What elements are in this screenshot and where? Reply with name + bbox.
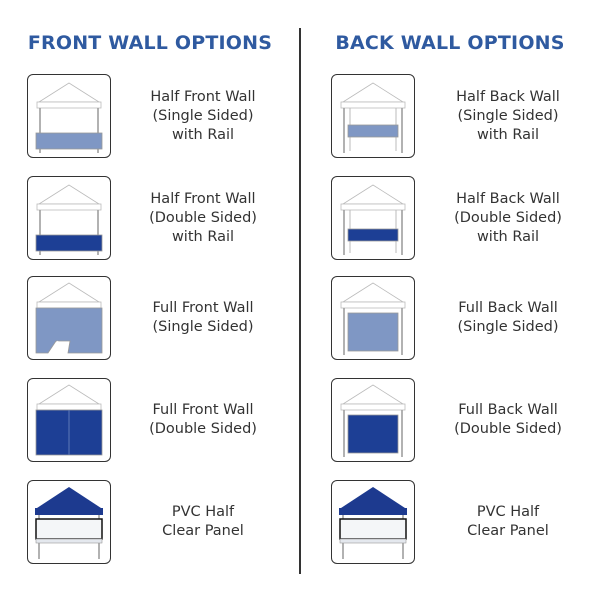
- front-option-label: Full Front Wall (Double Sided): [149, 402, 257, 437]
- front-option-row: Half Front Wall (Single Sided) with Rail: [0, 74, 300, 158]
- front-option-row: Full Front Wall (Single Sided): [0, 276, 300, 360]
- back-option-label: Half Back Wall (Single Sided) with Rail: [456, 88, 560, 143]
- tent-half-wall-single-icon: [27, 74, 111, 158]
- front-option-row: Half Front Wall (Double Sided) with Rail: [0, 176, 300, 260]
- front-option-label: PVC Half Clear Panel: [162, 504, 244, 539]
- tent-full-back-wall-double-icon: [331, 378, 415, 462]
- back-option-row: Half Back Wall (Double Sided) with Rail: [300, 176, 600, 260]
- back-wall-heading: BACK WALL OPTIONS: [335, 32, 565, 54]
- tent-full-back-wall-single-icon: [331, 276, 415, 360]
- back-option-label: Half Back Wall (Double Sided) with Rail: [454, 190, 562, 245]
- front-option-label: Half Front Wall (Single Sided) with Rail: [150, 88, 256, 143]
- tent-half-wall-double-icon: [27, 176, 111, 260]
- front-option-row: Full Front Wall (Double Sided): [0, 378, 300, 462]
- tent-full-wall-double-icon: [27, 378, 111, 462]
- back-option-label: Full Back Wall (Double Sided): [454, 402, 562, 437]
- front-option-label: Half Front Wall (Double Sided) with Rail: [149, 190, 257, 245]
- front-wall-column: FRONT WALL OPTIONS Half Front Wall (Sing…: [0, 32, 300, 564]
- back-option-label: PVC Half Clear Panel: [467, 504, 549, 539]
- back-option-row: PVC Half Clear Panel: [300, 480, 600, 564]
- tent-half-back-wall-double-icon: [331, 176, 415, 260]
- back-option-row: Full Back Wall (Single Sided): [300, 276, 600, 360]
- back-option-row: Half Back Wall (Single Sided) with Rail: [300, 74, 600, 158]
- front-option-label: Full Front Wall (Single Sided): [152, 300, 254, 335]
- tent-pvc-back-clear-panel-icon: [331, 480, 415, 564]
- tent-pvc-clear-panel-icon: [27, 480, 111, 564]
- tent-half-back-wall-single-icon: [331, 74, 415, 158]
- column-divider: [299, 28, 301, 574]
- back-wall-column: BACK WALL OPTIONS Half Back Wall (Single…: [300, 0, 600, 600]
- back-option-row: Full Back Wall (Double Sided): [300, 378, 600, 462]
- front-option-row: PVC Half Clear Panel: [0, 480, 300, 564]
- tent-full-wall-single-icon: [27, 276, 111, 360]
- back-option-label: Full Back Wall (Single Sided): [457, 300, 559, 335]
- front-wall-heading: FRONT WALL OPTIONS: [27, 32, 273, 54]
